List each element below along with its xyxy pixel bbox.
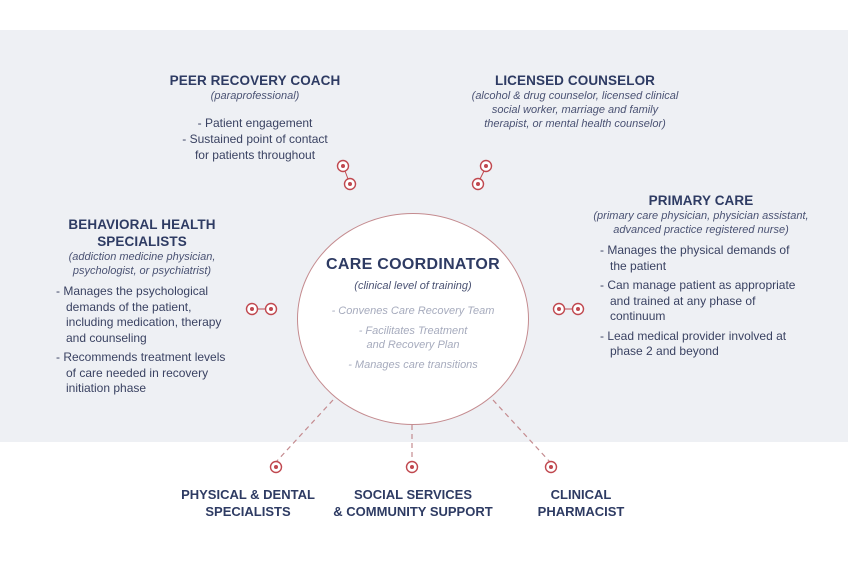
primary-subtitle-1: (primary care physician, physician assis… <box>593 210 809 222</box>
node-counselor-1 <box>479 159 493 173</box>
node-physical <box>269 460 283 474</box>
care-coordinator-item-3: - Manages care transitions <box>348 359 478 371</box>
node-peer-1 <box>336 159 350 173</box>
primary-bullet-2: - Can manage patient as appropriate and … <box>600 278 796 323</box>
clinical-pharmacist-line-2: PHARMACIST <box>537 504 625 519</box>
peer-bullet-3: for patients throughout <box>194 148 316 162</box>
node-peer-2 <box>343 177 357 191</box>
care-coordinator-item-1: - Convenes Care Recovery Team <box>331 305 495 317</box>
peer-bullet-1: - Patient engagement <box>197 116 313 130</box>
behavioral-health-block: BEHAVIORAL HEALTH SPECIALISTS (addiction… <box>22 216 262 401</box>
connector-physical <box>275 399 334 463</box>
peer-title: PEER RECOVERY COACH <box>169 73 341 88</box>
primary-title: PRIMARY CARE <box>648 193 754 208</box>
behavioral-title: BEHAVIORAL HEALTH SPECIALISTS <box>68 217 216 249</box>
clinical-pharmacist-line-1: CLINICAL <box>550 487 612 502</box>
care-coordinator-circle: CARE COORDINATOR (clinical level of trai… <box>297 213 529 425</box>
primary-bullet-3: - Lead medical provider involved at phas… <box>600 328 787 359</box>
connector-pharmacist <box>492 399 551 463</box>
counselor-title: LICENSED COUNSELOR <box>494 73 656 88</box>
behavioral-subtitle-2: psychologist, or psychiatrist) <box>72 265 212 277</box>
physical-dental-line-1: PHYSICAL & DENTAL <box>181 487 315 502</box>
node-social <box>405 460 419 474</box>
peer-subtitle: (paraprofessional) <box>210 90 300 102</box>
care-coordinator-item-2: - Facilitates Treatment <box>358 325 468 337</box>
primary-care-block: PRIMARY CARE (primary care physician, ph… <box>570 192 832 364</box>
peer-recovery-coach-block: PEER RECOVERY COACH (paraprofessional) -… <box>130 72 380 163</box>
node-counselor-2 <box>471 177 485 191</box>
counselor-subtitle-2: social worker, marriage and family <box>491 104 659 116</box>
social-services-line-2: & COMMUNITY SUPPORT <box>333 504 493 519</box>
clinical-pharmacist-label: CLINICAL PHARMACIST <box>516 486 646 520</box>
behavioral-subtitle-1: (addiction medicine physician, <box>68 251 216 263</box>
care-coordinator-subtitle: (clinical level of training) <box>354 280 472 292</box>
care-coordinator-item-2b: and Recovery Plan <box>366 339 460 351</box>
physical-dental-label: PHYSICAL & DENTAL SPECIALISTS <box>168 486 328 520</box>
behavioral-bullet-1: - Manages the psychological demands of t… <box>56 284 222 345</box>
licensed-counselor-block: LICENSED COUNSELOR (alcohol & drug couns… <box>440 72 710 131</box>
counselor-subtitle-1: (alcohol & drug counselor, licensed clin… <box>471 90 679 102</box>
behavioral-bullet-2: - Recommends treatment levels of care ne… <box>56 350 226 395</box>
physical-dental-line-2: SPECIALISTS <box>205 504 291 519</box>
node-behavioral-2 <box>264 302 278 316</box>
counselor-subtitle-3: therapist, or mental health counselor) <box>484 118 666 130</box>
node-pharmacist <box>544 460 558 474</box>
social-services-label: SOCIAL SERVICES & COMMUNITY SUPPORT <box>322 486 504 520</box>
social-services-line-1: SOCIAL SERVICES <box>354 487 472 502</box>
peer-bullet-2: - Sustained point of contact <box>182 132 328 146</box>
primary-subtitle-2: advanced practice registered nurse) <box>613 224 789 236</box>
primary-bullet-1: - Manages the physical demands of the pa… <box>600 243 790 273</box>
node-primary-1 <box>552 302 566 316</box>
care-coordinator-title: CARE COORDINATOR <box>326 256 500 273</box>
